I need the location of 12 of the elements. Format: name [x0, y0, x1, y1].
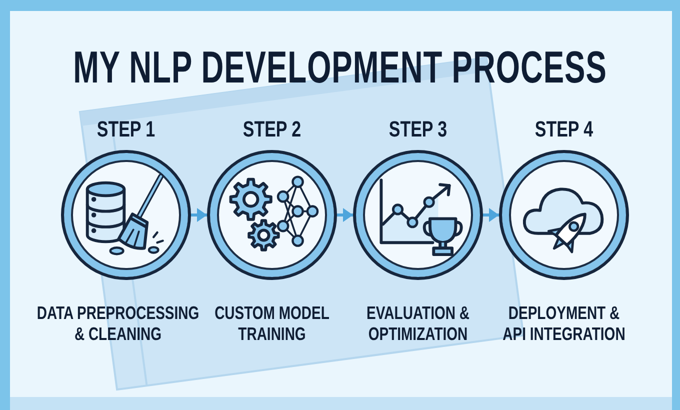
arrow	[483, 208, 499, 222]
arrow	[337, 208, 353, 222]
step-caption: DEPLOYMENT & API INTEGRATION	[502, 302, 626, 344]
step-label: STEP 3	[388, 117, 448, 143]
arrow	[191, 208, 207, 222]
step-label: STEP 4	[534, 117, 594, 143]
title: MY NLP DEVELOPMENT PROCESS	[73, 45, 607, 90]
step-label: STEP 2	[242, 117, 302, 143]
step-caption: EVALUATION & OPTIMIZATION	[366, 302, 470, 344]
step-label: STEP 1	[96, 117, 156, 143]
step-caption: CUSTOM MODEL TRAINING	[214, 302, 330, 344]
step-caption: DATA PREPROCESSING & CLEANING	[36, 302, 200, 344]
